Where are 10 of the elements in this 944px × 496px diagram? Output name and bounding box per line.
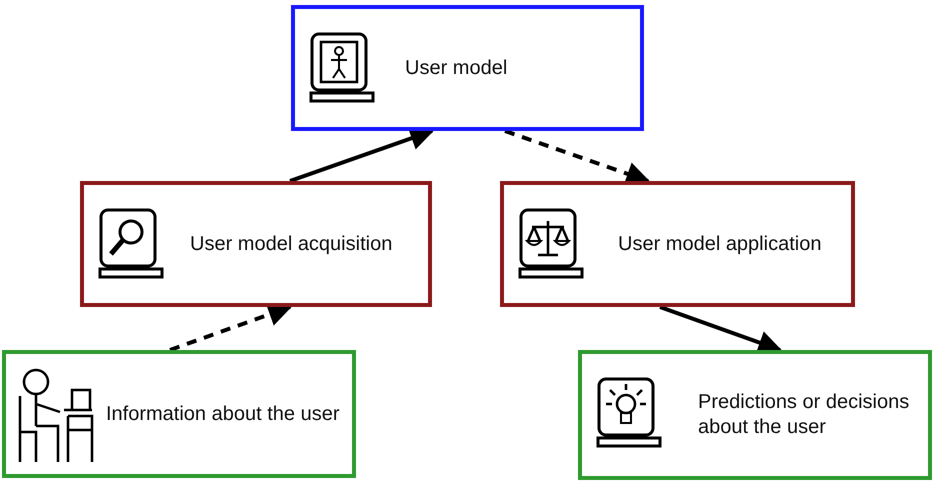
process-box	[2, 350, 356, 478]
node-label: User model	[405, 56, 508, 80]
process-box	[578, 350, 932, 480]
node-label: Predictions or decisions about the user	[698, 390, 910, 440]
node-label: Information about the user	[106, 402, 340, 426]
process-box	[500, 181, 855, 307]
node-label: User model acquisition	[190, 232, 394, 256]
process-box	[80, 181, 432, 307]
process-box	[291, 5, 644, 131]
node-label: User model application	[618, 232, 822, 256]
